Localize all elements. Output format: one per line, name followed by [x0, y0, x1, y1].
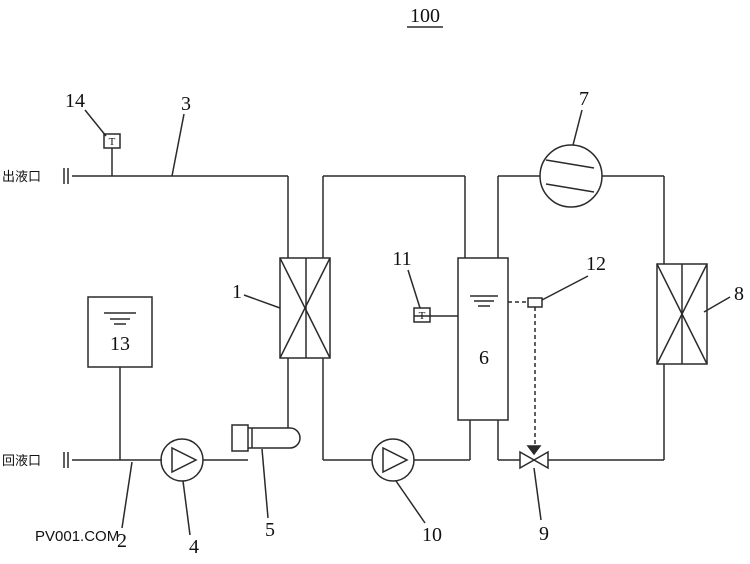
svg-text:14: 14 [65, 90, 85, 112]
return-pipe-2: 2 [117, 461, 133, 552]
svg-text:3: 3 [181, 93, 191, 115]
svg-text:T: T [419, 310, 426, 322]
svg-text:回液口: 回液口 [2, 454, 41, 469]
svg-text:4: 4 [189, 536, 199, 558]
pump-10: 10 [371, 438, 442, 546]
watermark: PV001.COM [35, 528, 119, 545]
svg-text:13: 13 [110, 333, 130, 355]
level-sensor-12: 12 [508, 253, 606, 446]
svg-text:T: T [109, 136, 116, 148]
valve-9: 9 [519, 445, 549, 545]
vessel-6: 6 [457, 257, 509, 421]
svg-text:1: 1 [232, 281, 242, 303]
outlet-port: 出液口 [2, 168, 69, 185]
reservoir-tank-13: 13 [87, 296, 153, 368]
heat-exchanger-1: 1 [232, 257, 331, 359]
svg-text:6: 6 [479, 347, 489, 369]
svg-text:5: 5 [265, 519, 275, 541]
left-circuit-pipes [72, 175, 289, 461]
svg-text:100: 100 [410, 5, 440, 27]
svg-text:9: 9 [539, 523, 549, 545]
heat-exchanger-8: 8 [656, 263, 744, 365]
filter-5: 5 [231, 424, 301, 541]
svg-text:12: 12 [586, 253, 606, 275]
compressor-7: 7 [539, 88, 603, 208]
svg-text:10: 10 [422, 524, 442, 546]
figure-label: 100 [407, 5, 443, 28]
outlet-pipe-3: 3 [171, 93, 191, 177]
middle-circuit-pipes [322, 175, 471, 461]
return-port: 回液口 [2, 452, 69, 469]
svg-text:出液口: 出液口 [2, 170, 41, 185]
svg-text:8: 8 [734, 283, 744, 305]
svg-text:7: 7 [579, 88, 589, 110]
temperature-sensor-14: T 14 [65, 90, 121, 176]
right-circuit-pipes [497, 175, 665, 461]
svg-text:2: 2 [117, 530, 127, 552]
temperature-sensor-11: T 11 [392, 248, 431, 323]
pump-4: 4 [160, 438, 204, 558]
svg-text:11: 11 [392, 248, 411, 270]
